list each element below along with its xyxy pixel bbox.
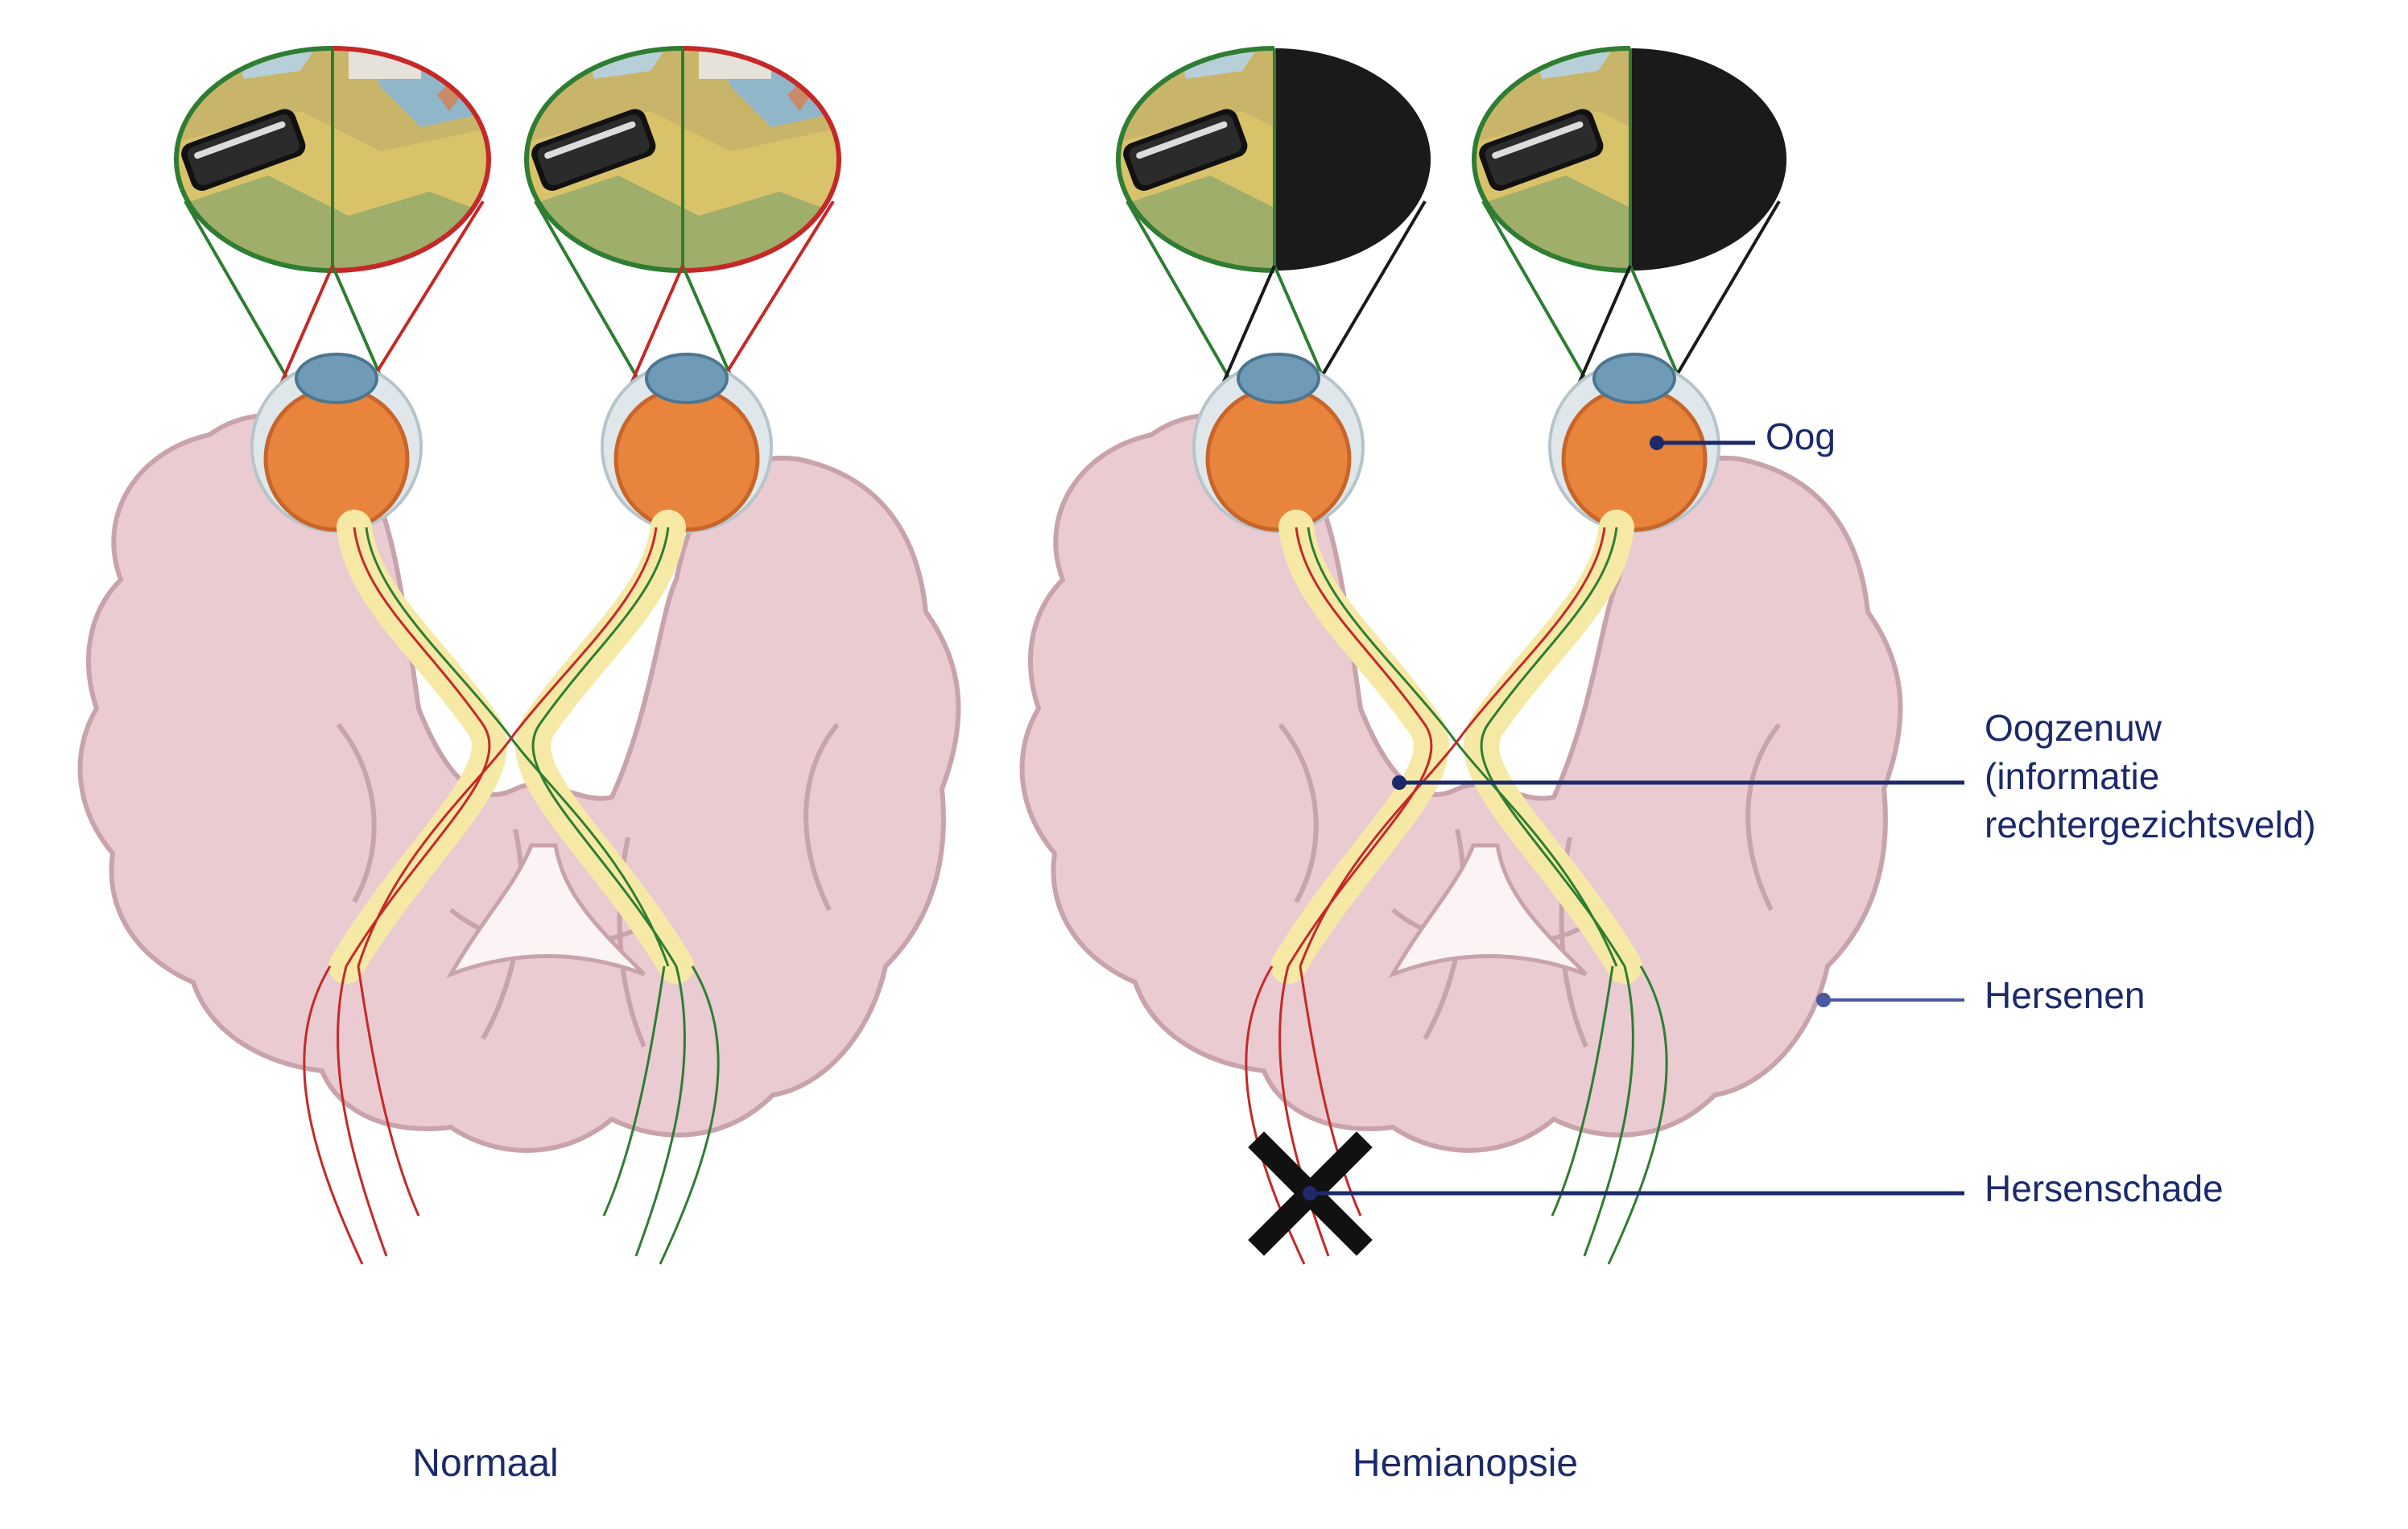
eye-right-hemianopsia (1548, 353, 1720, 533)
callout-brain-leader (1816, 993, 1964, 1007)
eye-left-normal (250, 353, 423, 533)
field-of-view-right-eye-hemianopsia (1472, 46, 1786, 273)
label-brain: Hersenen (1985, 974, 2146, 1016)
optic-nerve-normal (303, 510, 720, 1265)
eye-right-normal (601, 353, 773, 533)
label-brain-damage: Hersenschade (1985, 1167, 2224, 1209)
field-of-view-left-eye-hemianopsia (1116, 46, 1431, 273)
label-eye: Oog (1766, 415, 1836, 457)
field-of-view-right-eye-normal (524, 46, 841, 273)
field-of-view-left-eye-normal (174, 46, 491, 273)
brain-left (77, 412, 961, 1153)
callout-brain-damage-leader (1303, 1186, 1964, 1200)
label-optic-nerve-line1: Oogzenuw (1985, 707, 2162, 749)
brain-right (1019, 412, 1903, 1153)
optic-nerve-hemianopsia (1245, 510, 1668, 1265)
caption-hemianopsia: Hemianopsie (1352, 1442, 1579, 1485)
callout-optic-nerve-leader (1392, 775, 1964, 790)
label-optic-nerve-line2: (informatie (1985, 755, 2160, 797)
label-optic-nerve-line3: rechtergezichtsveld) (1985, 804, 2316, 845)
eye-left-hemianopsia (1192, 353, 1365, 533)
caption-normal: Normaal (412, 1442, 559, 1485)
callout-eye-leader (1650, 436, 1755, 450)
